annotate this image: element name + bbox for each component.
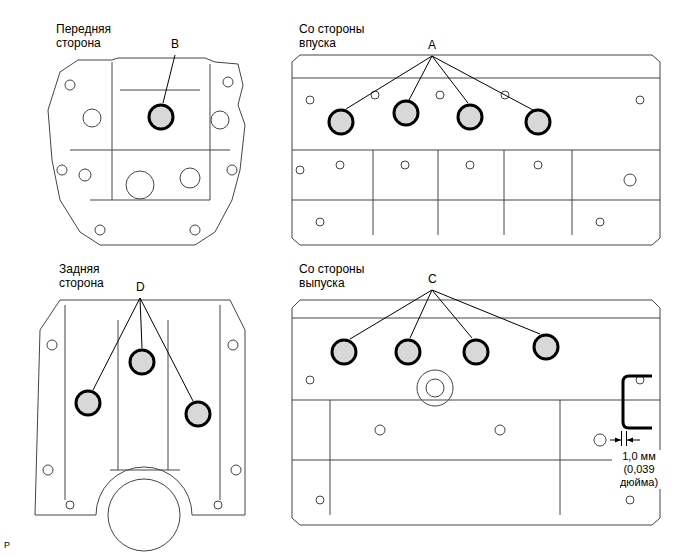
callout-letter: A (427, 38, 437, 52)
intake-ribs (292, 78, 660, 235)
exhaust-outline (292, 300, 660, 525)
view-title: Задняя сторона (58, 262, 135, 290)
view-title: Передняя сторона (55, 22, 147, 50)
callout-letter: B (170, 37, 180, 51)
front-holes (57, 77, 237, 235)
intake-outline (292, 55, 660, 245)
rear-ribs (65, 305, 220, 500)
front-ribs (70, 62, 230, 200)
view-title: Со стороны выпуска (298, 262, 395, 290)
callout-letter: C (427, 272, 438, 286)
callout-letter: D (135, 280, 146, 294)
dimension-label: 1,0 мм (0,039 дюйма) (612, 450, 666, 489)
plugs (76, 101, 558, 426)
intake-holes (296, 91, 644, 226)
leader-lines (93, 55, 540, 401)
exhaust-ribs (292, 318, 660, 515)
rear-holes (43, 340, 241, 551)
view-title: Со стороны впуска (298, 22, 390, 50)
rear-outline (35, 300, 245, 515)
front-outline (48, 58, 245, 245)
exhaust-holes (306, 370, 644, 504)
figure-code: P (3, 540, 11, 551)
plug-section (610, 376, 652, 446)
